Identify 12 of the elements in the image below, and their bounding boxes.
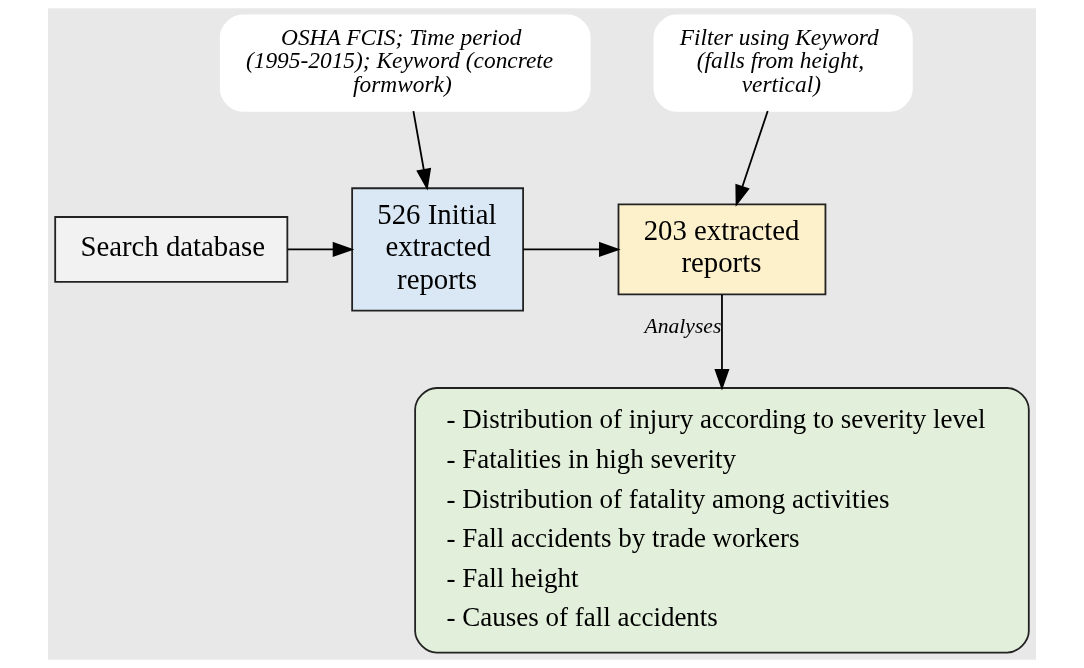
- node-box: Search database: [54, 216, 289, 283]
- node-box: OSHA FCIS; Time period (1995-2015); Keyword (concrete formwork): [219, 14, 591, 112]
- node-box: - Distribution of injury according to severity level - Fatalities in high severity - Distribution of fatality among activities - Fall accidents by trade workers - Fall height - Causes of fall accidents: [414, 387, 1030, 654]
- arrow: [412, 110, 432, 191]
- edge-label: Analyses: [644, 313, 722, 338]
- arrow: [522, 241, 621, 257]
- arrow: [714, 293, 730, 391]
- arrow: [286, 241, 355, 257]
- node-box: 203 extracted reports: [617, 203, 827, 296]
- node-box: Filter using Keyword (falls from height, vertical): [653, 14, 913, 112]
- arrow: [735, 110, 769, 207]
- node-box: 526 Initial extracted reports: [351, 187, 524, 312]
